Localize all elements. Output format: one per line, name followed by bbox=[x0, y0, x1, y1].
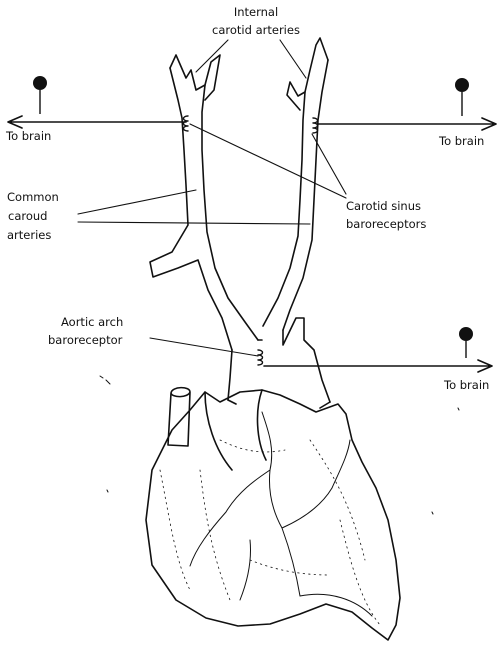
heart bbox=[146, 388, 400, 640]
heart-vessel-stub bbox=[168, 388, 190, 446]
common-carotid-leader-upper bbox=[78, 190, 196, 214]
common-carotid-label-line1: Common bbox=[7, 190, 59, 204]
text-labels: Internal carotid arteries To brain To br… bbox=[5, 5, 489, 392]
stray-mark-2 bbox=[107, 408, 459, 514]
heart-outline bbox=[146, 390, 400, 640]
left-nerve-arrow bbox=[8, 116, 186, 128]
to-brain-left-label: To brain bbox=[5, 129, 51, 143]
common-carotid-leader-lower bbox=[78, 222, 310, 224]
carotid-sinus-leader-left bbox=[190, 124, 346, 198]
aortic-electrode-ball bbox=[459, 327, 473, 341]
heart-coronary-vessels bbox=[190, 412, 372, 616]
to-brain-aortic-label: To brain bbox=[443, 378, 489, 392]
aortic-arch-leader bbox=[150, 338, 258, 356]
right-nerve-arrow bbox=[317, 118, 496, 130]
aortic-arch-label-line2: baroreceptor bbox=[48, 333, 123, 347]
common-carotid-label-line3: arteries bbox=[7, 228, 51, 242]
right-electrode-ball bbox=[455, 78, 469, 92]
left-common-carotid-outer-wall bbox=[150, 68, 232, 350]
aortic-nerve-arrow bbox=[264, 360, 492, 372]
internal-carotid-leader-left bbox=[196, 40, 228, 72]
internal-carotid-label-line1: Internal bbox=[234, 5, 278, 19]
stray-mark-1 bbox=[100, 376, 110, 384]
right-common-carotid-outer-wall bbox=[283, 60, 328, 330]
left-carotid-sinus-baroreceptor bbox=[184, 116, 189, 131]
aortic-arch-baroreceptor bbox=[258, 350, 263, 365]
carotid-sinus-label-line2: baroreceptors bbox=[346, 217, 426, 231]
heart-upper-curve bbox=[205, 390, 266, 470]
internal-carotid-leader-right bbox=[280, 40, 306, 78]
right-carotid-sinus-baroreceptor bbox=[313, 118, 318, 133]
left-electrode-ball bbox=[33, 76, 47, 90]
carotid-sinus-label-line1: Carotid sinus bbox=[346, 199, 421, 213]
to-brain-right-label: To brain bbox=[438, 134, 484, 148]
aortic-arch bbox=[228, 318, 330, 402]
aorta-base bbox=[228, 400, 330, 408]
carotid-sinus-leader-right bbox=[312, 134, 346, 194]
internal-carotid-label-line2: carotid arteries bbox=[212, 23, 300, 37]
aortic-arch-label-line1: Aortic arch bbox=[61, 315, 123, 329]
left-internal-carotid-branch bbox=[170, 55, 220, 100]
right-common-carotid-inner-wall bbox=[263, 92, 305, 326]
stray-marks bbox=[100, 376, 459, 514]
left-common-carotid-inner-wall bbox=[202, 85, 258, 340]
common-carotid-label-line2: caroud bbox=[8, 209, 47, 223]
right-internal-carotid-branch bbox=[287, 38, 328, 110]
